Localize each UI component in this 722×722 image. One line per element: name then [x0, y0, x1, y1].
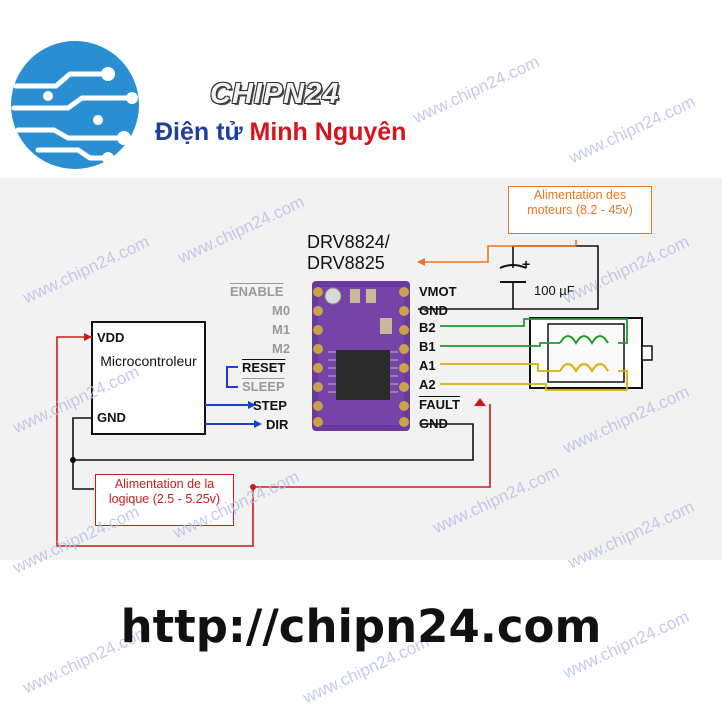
pin-b1: B1: [419, 339, 436, 354]
chip-name: DRV8824/ DRV8825: [307, 232, 390, 274]
mcu-vdd-label: VDD: [97, 330, 125, 345]
capacitor-plus: +: [522, 256, 531, 272]
pin-dir: DIR: [266, 417, 289, 432]
driver-ic: [336, 350, 390, 400]
pin-b2: B2: [419, 320, 436, 335]
footer-url[interactable]: http://chipn24.com: [120, 600, 602, 653]
circuit-logo-icon: [11, 41, 139, 169]
board-pins: [313, 287, 409, 427]
microcontroller-box: [91, 321, 206, 435]
chip-name-line1: DRV8824/: [307, 232, 390, 252]
pin-enable: ENABLE: [230, 284, 284, 299]
logo: [8, 38, 142, 172]
pin-fault: FAULT: [419, 397, 460, 412]
logic-supply-note: Alimentation de la logique (2.5 - 5.25v): [95, 474, 234, 526]
pin-m0: M0: [272, 303, 291, 318]
pin-m1: M1: [272, 322, 291, 337]
mcu-name: Microcontroleur: [100, 353, 197, 369]
pin-a2: A2: [419, 377, 436, 392]
tagline: Điện tử Minh Nguyên: [155, 118, 406, 147]
pin-reset: RESET: [242, 360, 286, 375]
pin-sleep: SLEEP: [242, 379, 285, 394]
pin-gnd-logic: GND: [419, 416, 448, 431]
potentiometer-icon: [324, 287, 342, 305]
mcu-gnd-label: GND: [97, 410, 126, 425]
pin-a1: A1: [419, 358, 436, 373]
capacitor-label: 100 µF: [534, 283, 575, 298]
pin-gnd-motor: GND: [419, 303, 448, 318]
motor-supply-note: Alimentation des moteurs (8.2 - 45v): [508, 186, 652, 234]
coil-b-icon: [559, 335, 609, 346]
tagline-part2: Minh Nguyên: [249, 118, 407, 146]
brand-name: CHIPN24: [210, 78, 340, 110]
pin-vmot: VMOT: [419, 284, 457, 299]
pin-m2: M2: [272, 341, 291, 356]
pin-step: STEP: [253, 398, 287, 413]
tagline-part1: Điện tử: [155, 118, 243, 146]
chip-name-line2: DRV8825: [307, 253, 385, 273]
coil-a-icon: [559, 363, 609, 374]
